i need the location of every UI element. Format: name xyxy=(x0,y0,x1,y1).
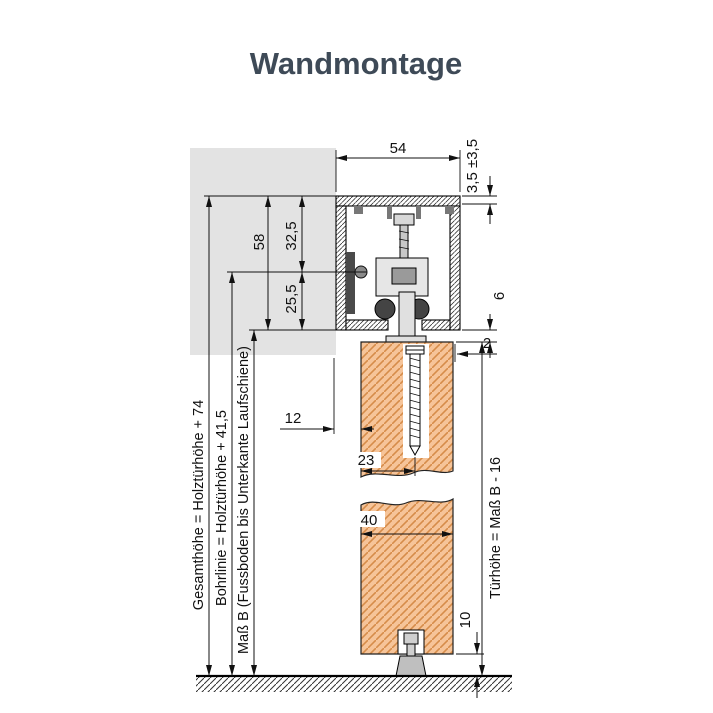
hanger-bolt-head xyxy=(393,213,415,226)
roller-carriage xyxy=(374,213,430,347)
label-mass-b: Maß B (Fussboden bis Unterkante Laufschi… xyxy=(236,346,252,654)
track-clip-left xyxy=(354,206,363,214)
channel-wall-left xyxy=(387,206,392,219)
dim-mass-b: Maß B (Fussboden bis Unterkante Laufschi… xyxy=(236,330,257,676)
dim-height-adjustment: 3,5 ±3,5 xyxy=(462,139,497,224)
dim-value-25-5: 25,5 xyxy=(283,284,300,313)
roller-wheel-left xyxy=(374,298,396,320)
dim-offset-12: 12 xyxy=(280,358,374,434)
dim-value-58: 58 xyxy=(251,234,268,251)
dim-value-32-5: 32,5 xyxy=(283,221,300,250)
suspension-screw xyxy=(403,344,429,458)
dim-value-12: 12 xyxy=(285,410,302,427)
page-title: Wandmontage xyxy=(250,46,462,81)
dim-32-5: 32,5 xyxy=(283,196,305,272)
dim-gap-6: 6 xyxy=(462,292,508,358)
guide-stem xyxy=(406,643,416,657)
dim-bohrlinie: Bohrlinie = Holztürhöhe + 41,5 xyxy=(214,272,235,676)
wall-bracket xyxy=(346,252,355,314)
dim-floor-clearance: 10 xyxy=(456,612,484,698)
dim-25-5: 25,5 xyxy=(283,272,305,330)
screw-tip xyxy=(409,445,421,457)
hanger-bolt-shaft xyxy=(399,224,409,259)
dim-tuerhoehe: Türhöhe = Maß B - 16 xyxy=(456,341,504,676)
dim-gap-2: 2 xyxy=(454,335,497,362)
label-gesamthoehe: Gesamthöhe = Holztürhöhe + 74 xyxy=(191,400,207,610)
dim-track-width: 54 xyxy=(335,140,461,192)
adjustment-block xyxy=(391,267,417,285)
track-profile xyxy=(335,195,461,331)
dim-door-thickness: 40 xyxy=(354,511,453,537)
dim-value-2: 2 xyxy=(483,335,491,352)
wall-section xyxy=(190,148,336,355)
dim-58: 58 xyxy=(251,196,271,330)
dim-value-54: 54 xyxy=(390,140,407,157)
dim-gesamthoehe: Gesamthöhe = Holztürhöhe + 74 xyxy=(191,196,212,676)
channel-wall-right xyxy=(416,206,421,219)
floor xyxy=(196,674,512,692)
floor-guide xyxy=(395,629,427,677)
guide-roller xyxy=(403,632,419,645)
dim-value-6: 6 xyxy=(491,292,508,300)
label-tuerhoehe: Türhöhe = Maß B - 16 xyxy=(488,457,504,599)
hanger-strap xyxy=(398,291,416,343)
dim-value-10: 10 xyxy=(457,612,474,629)
dim-value-23: 23 xyxy=(358,452,375,469)
door-panel-lower xyxy=(360,497,454,655)
track-clip-right xyxy=(445,206,454,214)
label-bohrlinie: Bohrlinie = Holztürhöhe + 41,5 xyxy=(214,410,230,606)
dim-offset-23: 23 xyxy=(352,452,416,476)
dim-value-adjust: 3,5 ±3,5 xyxy=(464,139,481,193)
dim-value-40: 40 xyxy=(361,512,378,529)
guide-base xyxy=(395,655,427,677)
